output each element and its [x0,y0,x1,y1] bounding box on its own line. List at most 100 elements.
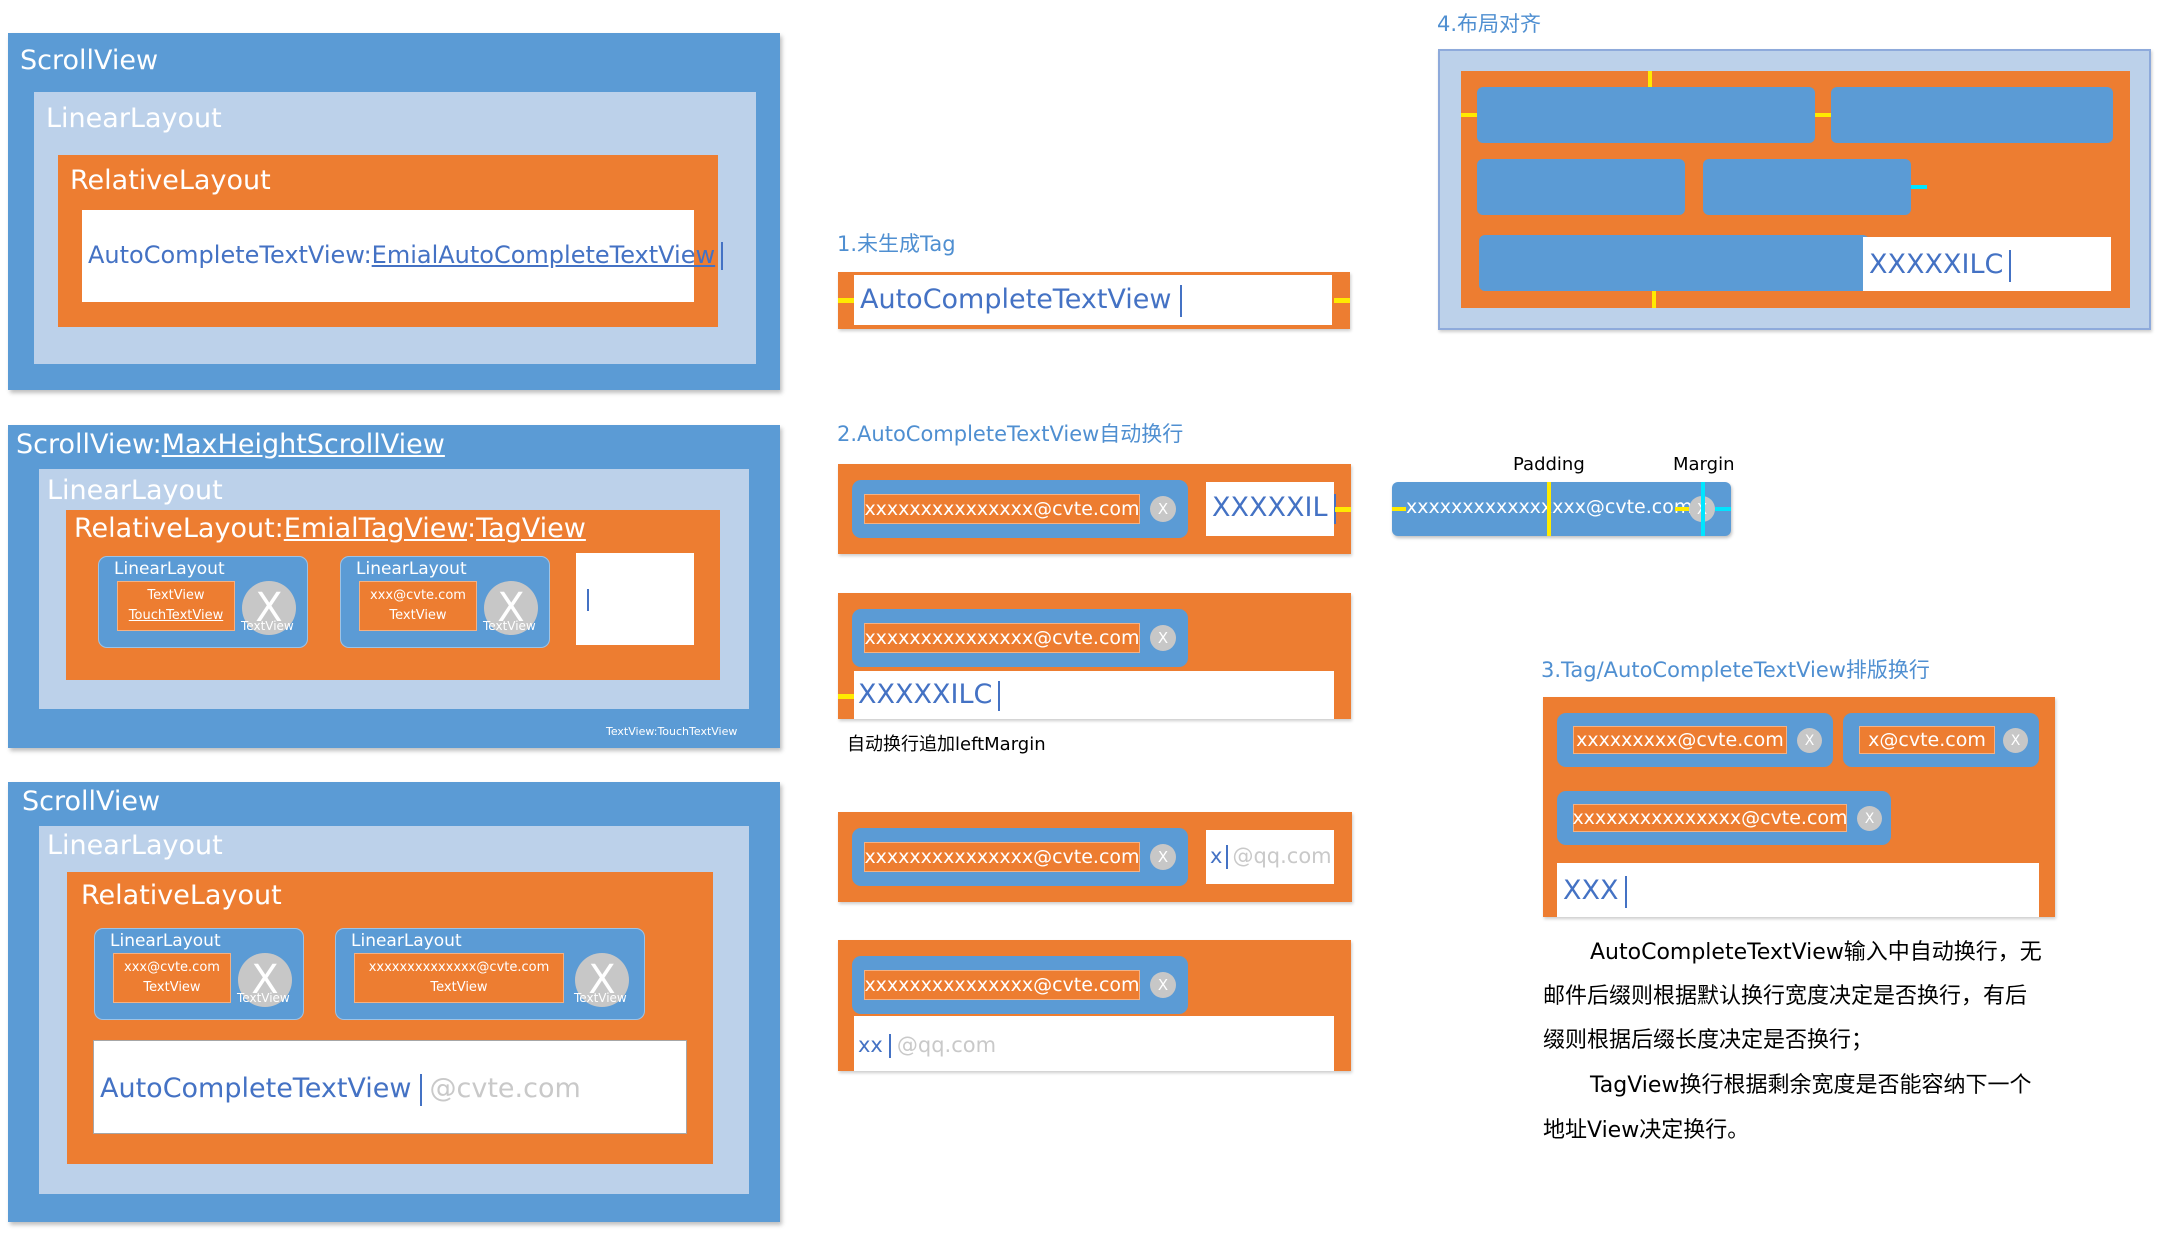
sec4-outer: XXXXXILC [1438,49,2151,330]
panel2-tag1-line2: TouchTextView [128,608,224,623]
close-icon[interactable]: X [1150,972,1176,998]
close-icon[interactable]: X [1150,844,1176,870]
sec4-block-4 [1703,159,1911,215]
panel2-tag1[interactable]: LinearLayout TextView TouchTextView X Te… [98,556,308,648]
panel3-tag1-textview: xxx@cvte.com TextView [113,953,231,1003]
panel3-actv-box[interactable]: AutoCompleteTextView@cvte.com [93,1040,687,1134]
panel3-relativelayout: RelativeLayout LinearLayout xxx@cvte.com… [67,872,713,1164]
panel1-relativelayout-label: RelativeLayout [70,165,271,196]
panel3-scrollview-label: ScrollView [22,786,161,817]
sec2-ex1-margin [1335,507,1351,512]
panel2-emialtagview-link[interactable]: EmialTagView [283,513,467,544]
sec4-top-bar [1648,71,1652,87]
padding-demo-right-bar [1715,507,1731,511]
close-icon[interactable]: X [242,581,296,635]
close-icon[interactable]: X [1797,728,1822,753]
sec2-ex2: xxxxxxxxxxxxxxx@cvte.com X XXXXXILC [838,593,1351,719]
sec2-ex3-input[interactable]: x@qq.com [1206,830,1334,884]
panel2-sep: : [466,513,477,544]
close-icon[interactable]: X [484,581,538,635]
sec2-note: 自动换行追加leftMargin [847,734,1046,755]
sec4-input[interactable]: XXXXXILC [1863,237,2111,291]
panel2-tag1-xlabel: TextView [241,619,294,633]
panel2-tag2[interactable]: LinearLayout xxx@cvte.com TextView X Tex… [340,556,550,648]
panel3-tag2-line1: xxxxxxxxxxxxxx@cvte.com [368,960,550,975]
sec2-ex1-input-text: XXXXXIL [1212,492,1328,523]
sec2-ex4-input-text: xx [858,1033,883,1057]
panel2-tag2-textview: xxx@cvte.com TextView [359,581,477,631]
panel1-relativelayout: RelativeLayout AutoCompleteTextView:Emia… [58,155,724,327]
panel2-linearlayout: LinearLayout RelativeLayout:EmialTagView… [39,469,749,709]
panel2-tag2-label: LinearLayout [356,559,467,579]
close-icon[interactable]: X [575,953,629,1007]
panel2-scrollview-link[interactable]: MaxHeightScrollView [161,429,445,460]
panel1-scrollview: ScrollView LinearLayout RelativeLayout A… [8,33,780,390]
sec2-ex4: xxxxxxxxxxxxxxx@cvte.com X xx @qq.com [838,940,1351,1071]
close-icon[interactable]: X [238,953,292,1007]
sec3-desc-line1: AutoCompleteTextView输入中自动换行，无 [1590,940,2042,965]
sec2-ex3-tag-text: xxxxxxxxxxxxxxx@cvte.com [864,842,1140,872]
panel1-actv-box[interactable]: AutoCompleteTextView:EmialAutoCompleteTe… [82,210,724,302]
sec3-tag3[interactable]: xxxxxxxxxxxxxxx@cvte.com X [1557,791,1891,845]
sec3-title: 3.Tag/AutoCompleteTextView排版换行 [1541,658,1930,682]
panel2-tagview-link[interactable]: TagView [476,513,586,544]
panel2-relativelayout-label: RelativeLayout:EmialTagView:TagView [74,513,586,544]
panel2-tag2-line2: TextView [389,608,447,623]
margin-label: Margin [1673,454,1735,475]
panel1-actv-link[interactable]: EmialAutoCompleteTextView [371,241,716,269]
padding-demo-tag[interactable]: xxxxxxxxxxxxxxxx@cvte.com X [1392,482,1731,536]
sec4-block-5 [1479,235,1869,291]
sec3-tag3-text: xxxxxxxxxxxxxxx@cvte.com [1572,804,1848,832]
panel2-scrollview-prefix: ScrollView: [16,429,162,460]
sec3-cursor [1624,875,1627,908]
close-icon[interactable]: X [2003,728,2028,753]
sec4-input-text: XXXXXILC [1869,249,2004,280]
sec2-ex4-hint: @qq.com [896,1033,997,1057]
sec1-margin-left [838,298,854,303]
panel3-tag1-line2: TextView [143,980,201,995]
sec1-title: 1.未生成Tag [837,232,956,256]
panel3-tag2[interactable]: LinearLayout xxxxxxxxxxxxxx@cvte.com Tex… [335,928,645,1020]
close-icon[interactable]: X [1150,496,1176,522]
sec3-tag1[interactable]: xxxxxxxxx@cvte.com X [1557,713,1833,767]
panel3-tag1[interactable]: LinearLayout xxx@cvte.com TextView X Tex… [94,928,304,1020]
panel3-tag2-textview: xxxxxxxxxxxxxx@cvte.com TextView [354,953,564,1003]
sec3-desc-line2: 邮件后缀则根据默认换行宽度决定是否换行，有后 [1543,984,2028,1009]
sec3-tag2[interactable]: x@cvte.com X [1843,713,2039,767]
sec2-ex3-tag[interactable]: xxxxxxxxxxxxxxx@cvte.com X [852,828,1188,886]
sec4-left-bar [1461,113,1477,117]
sec2-ex2-input[interactable]: XXXXXILC [854,671,1334,719]
sec3-input-text: XXX [1563,875,1619,906]
sec4-orange: XXXXXILC [1461,71,2130,308]
sec2-ex4-tag[interactable]: xxxxxxxxxxxxxxx@cvte.com X [852,956,1188,1014]
sec3-input[interactable]: XXX [1557,863,2039,917]
sec2-ex1-tag-text: xxxxxxxxxxxxxxx@cvte.com [864,494,1140,524]
sec2-ex4-input[interactable]: xx @qq.com [854,1016,1334,1071]
close-icon[interactable]: X [1857,806,1882,831]
close-icon[interactable]: X [1150,625,1176,651]
panel2-scrollview: ScrollView:MaxHeightScrollView LinearLay… [8,425,780,748]
panel3-tag1-label: LinearLayout [110,931,221,951]
panel3-tag2-label: LinearLayout [351,931,462,951]
sec2-ex1-tag[interactable]: xxxxxxxxxxxxxxx@cvte.com X [852,480,1188,538]
panel2-cursor [587,589,589,611]
sec2-ex4-cursor [888,1034,891,1058]
sec3-desc-line5: 地址View决定换行。 [1543,1118,1750,1143]
sec2-ex1-input[interactable]: XXXXXIL [1206,482,1336,536]
sec3-desc-line4: TagView换行根据剩余宽度是否能容纳下一个 [1590,1073,2032,1098]
sec2-ex2-leftmargin [838,694,854,699]
panel2-actv-box[interactable] [576,553,694,645]
sec3-box: xxxxxxxxx@cvte.com X x@cvte.com X xxxxxx… [1543,697,2055,917]
panel3-tag1-xlabel: TextView [237,991,290,1005]
sec4-bottom-bar [1652,291,1656,308]
sec2-ex1-cursor [1333,493,1336,524]
panel1-linearlayout: LinearLayout RelativeLayout AutoComplete… [34,92,756,364]
padding-demo-left-bar [1392,507,1406,511]
panel3-input-text: AutoCompleteTextView [100,1073,412,1104]
panel2-relativelayout-prefix: RelativeLayout: [74,513,284,544]
sec4-block-1 [1477,87,1815,143]
panel1-cursor [721,242,724,270]
sec2-ex2-tag[interactable]: xxxxxxxxxxxxxxx@cvte.com X [852,609,1188,667]
sec1-input[interactable]: AutoCompleteTextView [854,275,1332,325]
sec1-margin-right [1334,298,1350,303]
